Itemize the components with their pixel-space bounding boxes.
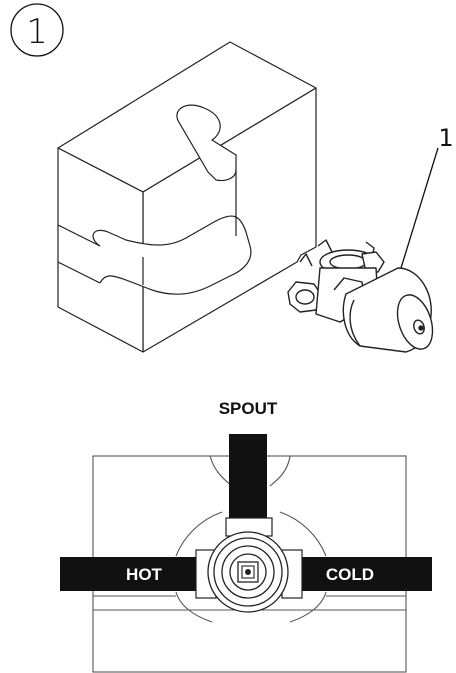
callout-number: 1	[438, 124, 453, 152]
hot-label: HOT	[126, 565, 163, 584]
step-circle	[10, 3, 64, 57]
step-number: 1	[26, 12, 48, 52]
callout-leader-line	[400, 147, 439, 269]
callout: 1	[400, 124, 454, 269]
foam-block-icon	[57, 41, 317, 353]
spout-label: SPOUT	[219, 399, 278, 418]
valve-body-icon	[287, 239, 434, 353]
cold-label: COLD	[326, 565, 374, 584]
valve-front-view-icon	[60, 434, 432, 673]
step-badge: 1	[10, 3, 64, 57]
spout-bar	[229, 434, 267, 529]
